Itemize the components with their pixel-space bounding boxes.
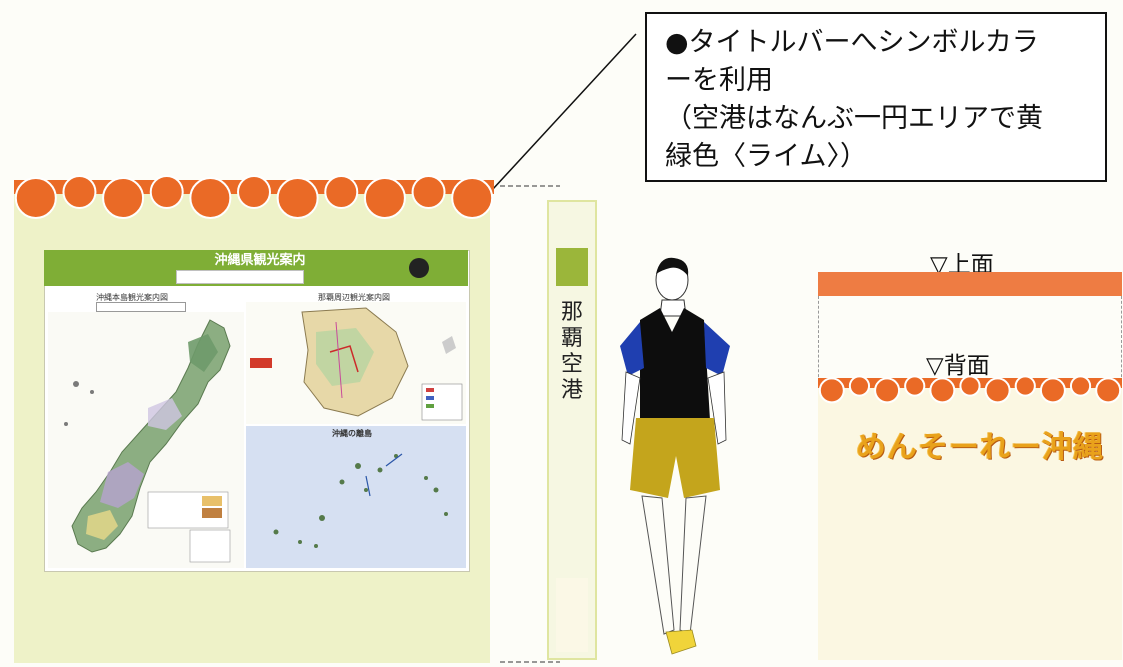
back-awning [818, 375, 1122, 404]
awning-scallop [1069, 375, 1092, 397]
awning-scallop [276, 177, 319, 219]
note-line: ●タイトルバーへシンボルカラ [665, 27, 1039, 58]
outer-islands-map: 沖縄の離島 [246, 426, 466, 568]
awning-scallop [451, 177, 494, 219]
awning-scallop [363, 177, 406, 219]
title-marker-dot [409, 258, 429, 278]
awning-scallop [149, 175, 184, 209]
awning-scallop [324, 175, 359, 209]
awning-scallop [62, 175, 97, 209]
naha-area-map [246, 302, 466, 424]
right-top-map-heading: 那覇周辺観光案内図 [318, 293, 390, 302]
awning-scallop [904, 375, 926, 397]
left-map-heading: 沖縄本島観光案内図 [96, 293, 168, 302]
note-line: （空港はなんぶ一円エリアで黄 [665, 103, 1043, 134]
poster-title: 沖縄県観光案内 [214, 253, 306, 268]
note-line: ーを利用 [665, 65, 773, 96]
back-panel [818, 382, 1122, 660]
awning-scallop [1014, 375, 1036, 397]
awning-scallop [959, 375, 981, 397]
awning-scallop [929, 377, 956, 404]
awning-scallop [411, 175, 446, 209]
left-map-heading-box [96, 302, 186, 312]
vertical-sign-char: 港 [560, 378, 583, 403]
note-line: 緑色〈ライム〉） [665, 141, 867, 172]
annotation-note: ●タイトルバーへシンボルカラ ーを利用 （空港はなんぶ一円エリアで黄 緑色〈ライ… [645, 12, 1107, 182]
vertical-sign-bottom [556, 578, 588, 652]
awning-scallop [1039, 377, 1066, 404]
front-awning [14, 175, 494, 219]
back-view-label: ▽背面 [926, 353, 990, 379]
vertical-sign-char: 那 [560, 300, 583, 325]
right-bottom-map-heading: 沖縄の離島 [332, 429, 372, 438]
awning-scallop [14, 177, 57, 219]
vertical-sign-char: 覇 [560, 326, 583, 351]
person-figure [620, 257, 730, 655]
awning-scallop [874, 377, 901, 404]
awning-scallop [848, 375, 871, 397]
awning-scallop [102, 177, 145, 219]
awning-scallop [818, 377, 845, 404]
top-view-dashed-outline [818, 296, 1122, 382]
awning-scallop [237, 175, 271, 209]
okinawa-main-island-map [48, 312, 244, 568]
vertical-sign-color-block [556, 248, 588, 286]
poster-title-underline-box [176, 270, 304, 284]
awning-scallop [984, 377, 1011, 404]
top-view-bar [818, 272, 1122, 296]
awning-scallop [1095, 377, 1122, 404]
welcome-slogan: めんそーれー沖縄 [856, 430, 1104, 465]
vertical-sign-char: 空 [560, 352, 583, 377]
vertical-sign-text: 那 覇 空 港 [556, 300, 588, 404]
awning-scallop [189, 177, 232, 219]
